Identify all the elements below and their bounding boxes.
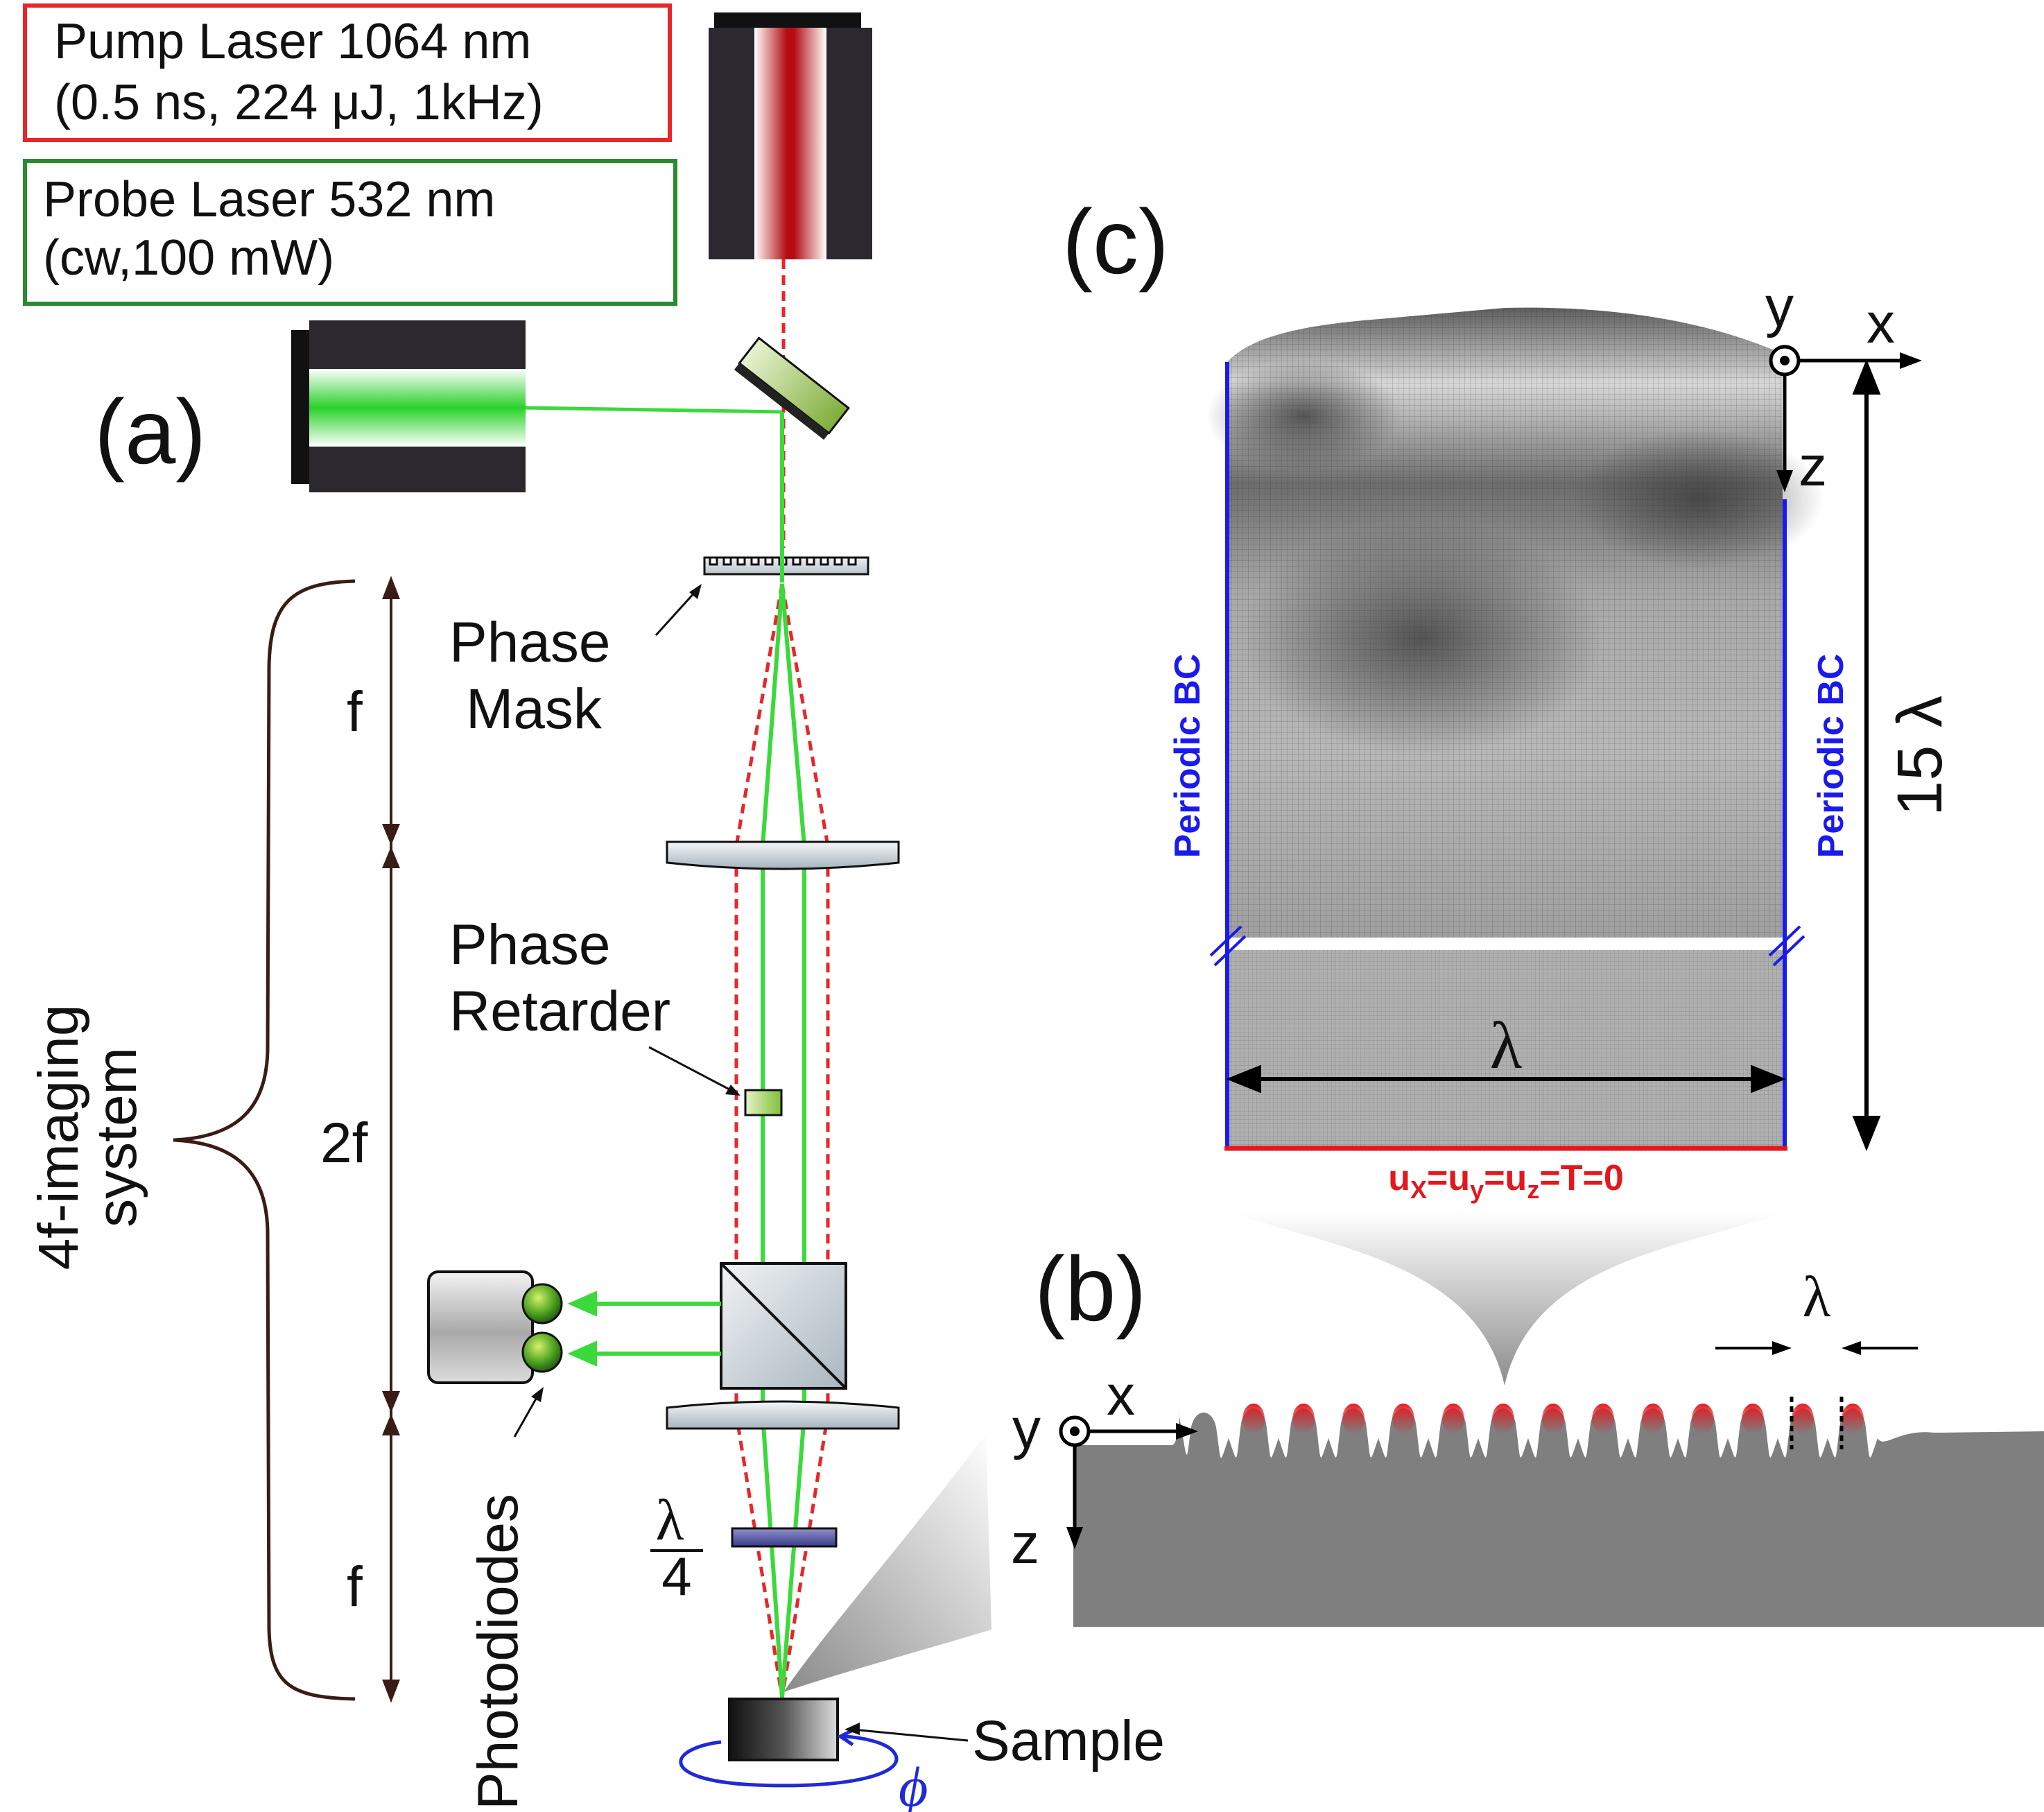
phase-mask-groove: [833, 556, 843, 566]
focal-length-bottom: f: [347, 1555, 363, 1619]
probe-laser-specs: (cw,100 mW): [43, 230, 334, 286]
heated-ridge-tip: [1692, 1404, 1714, 1434]
phase-mask-groove: [736, 556, 746, 566]
axis-b-z-label: z: [1011, 1512, 1039, 1576]
phase-mask-groove: [847, 556, 857, 566]
phase-mask-label-line2: Mask: [466, 678, 603, 741]
probe-beam-4f: [761, 412, 806, 1698]
heated-ridge-tip: [1492, 1404, 1514, 1434]
fixed-bc-label: uX=uy=uz=T=0: [1388, 1158, 1624, 1204]
right-periodic-bc-label: Periodic BC: [1811, 654, 1851, 858]
svg-text:λ: λ: [656, 1488, 684, 1553]
panel-a-label: (a): [94, 381, 206, 483]
heated-ridge-tip: [1742, 1404, 1764, 1434]
pump-laser-specs: (0.5 ns, 224 μJ, 1kHz): [54, 75, 544, 130]
heated-ridge-tip: [1342, 1404, 1365, 1434]
axes-b: [1059, 1415, 1198, 1549]
phase-mask-groove: [709, 556, 718, 566]
photodiode-2: [521, 1331, 563, 1373]
sample-pointer: [845, 1723, 969, 1742]
heated-ridge-tip: [1792, 1404, 1814, 1434]
fe-mesh: [1206, 307, 1824, 1148]
sample-label: Sample: [972, 1709, 1165, 1772]
focal-length-top: f: [347, 680, 363, 743]
pump-laser-box: Pump Laser 1064 nm (0.5 ns, 224 μJ, 1kHz…: [23, 3, 672, 142]
zoom-cone-mesh: [1231, 1212, 1786, 1386]
pump-laser-head: [709, 12, 872, 259]
probe-laser-box: Probe Laser 532 nm (cw,100 mW): [23, 159, 677, 306]
period-marker: [1715, 1341, 1918, 1449]
axes-c: [1769, 345, 1922, 492]
photodiodes-label: Photodiodes: [467, 1494, 530, 1810]
beam-splitter-cube: [720, 1262, 847, 1390]
phase-mask-groove: [792, 556, 802, 566]
photodiode-1: [521, 1283, 563, 1325]
phase-mask-pointer: [655, 584, 702, 637]
surface-profile: [1073, 1404, 2044, 1627]
break-marks: [1209, 925, 1805, 967]
period-label: λ: [1803, 1265, 1831, 1329]
rotation-angle-phi: ϕ: [899, 1755, 928, 1812]
heated-ridge-tip: [1842, 1404, 1864, 1434]
focal-length-middle: 2f: [320, 1112, 368, 1175]
probe-laser-head: [291, 320, 526, 492]
phase-mask-groove: [764, 556, 774, 566]
axis-c-x-label: x: [1867, 292, 1895, 355]
svg-text:4: 4: [661, 1546, 691, 1607]
heated-ridge-tip: [1242, 1404, 1265, 1434]
phase-retarder-pointer: [648, 1046, 740, 1096]
phase-mask-groove: [750, 556, 760, 566]
probe-laser-title: Probe Laser 532 nm: [43, 172, 495, 227]
mesh-height-label: 15 λ: [1885, 696, 1955, 816]
mesh-width-arrow: [1225, 1064, 1787, 1094]
heated-ridge-tip: [1642, 1404, 1664, 1434]
pump-laser-title: Pump Laser 1064 nm: [54, 14, 531, 69]
phase-mask-groove: [722, 556, 732, 566]
heated-ridge-tip: [1442, 1404, 1464, 1434]
quarter-wave-label: λ 4: [650, 1488, 703, 1607]
axis-b-y-label: y: [1012, 1397, 1041, 1460]
sample: [728, 1698, 839, 1761]
heated-ridge-tip: [1392, 1404, 1414, 1434]
probe-beam-horizontal: [525, 406, 783, 414]
mesh-height-arrow: [1852, 359, 1881, 1152]
zoom-cone-sample: [783, 1434, 991, 1692]
photodiodes: [427, 1270, 563, 1384]
lens-2: [666, 1400, 900, 1430]
mesh-width-label: λ: [1490, 1008, 1523, 1082]
axis-c-y-label: y: [1765, 275, 1794, 338]
phase-retarder: [744, 1089, 783, 1116]
reflected-probe-beams: [567, 1291, 721, 1367]
panel-b-label: (b): [1034, 1238, 1146, 1340]
focal-dimension-lines: [382, 576, 400, 1703]
phase-retarder-label-line2: Retarder: [449, 980, 670, 1043]
imaging-system-label-line1: 4f-imaging: [27, 1005, 90, 1270]
panel-c-label: (c): [1062, 191, 1169, 293]
phase-mask: [703, 556, 869, 576]
phase-mask-groove: [806, 556, 815, 566]
heated-ridge-tip: [1542, 1404, 1564, 1434]
left-periodic-bc-label: Periodic BC: [1168, 654, 1208, 858]
phase-mask-groove: [820, 556, 829, 566]
heated-ridge-tip: [1292, 1404, 1315, 1434]
imaging-system-label-line2: system: [85, 1047, 148, 1227]
axis-b-x-label: x: [1107, 1364, 1135, 1427]
dichroic-mirror: [734, 336, 850, 440]
phase-retarder-label-line1: Phase: [449, 913, 611, 976]
svg-text:uX=uy=uz=T=0: uX=uy=uz=T=0: [1388, 1158, 1624, 1204]
periodic-boundaries: [1225, 362, 1787, 1148]
heated-ridge-tip: [1592, 1404, 1614, 1434]
lens-1: [666, 840, 900, 870]
photodiodes-pointer: [513, 1387, 544, 1438]
axis-c-z-label: z: [1799, 435, 1827, 498]
pump-beam-4f: [734, 548, 830, 1698]
phase-mask-label-line1: Phase: [449, 611, 611, 674]
quarter-wave-plate: [731, 1527, 838, 1548]
rotation-indicator: [679, 1727, 899, 1788]
imaging-system-brace: [173, 579, 356, 1701]
